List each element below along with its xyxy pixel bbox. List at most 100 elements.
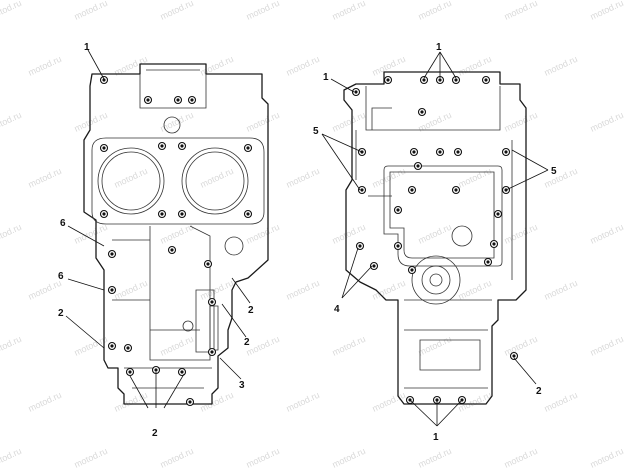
left-crankcase-outline (83, 63, 269, 405)
left-cylinder-bore-1 (97, 147, 165, 215)
bolt-icon (393, 205, 403, 215)
right-pump-port (451, 225, 473, 247)
watermark-text: motod.ru (0, 0, 23, 22)
callout-left-2d: 2 (152, 428, 158, 439)
watermark-text: motod.ru (245, 446, 281, 468)
watermark-text: motod.ru (285, 166, 321, 190)
bolt-icon (493, 209, 503, 219)
bolt-icon (453, 147, 463, 157)
bolt-icon (143, 95, 153, 105)
right-top-cover (365, 86, 501, 131)
callout-right-1a: 1 (436, 42, 442, 53)
bolt-icon (207, 297, 217, 307)
watermark-text: motod.ru (73, 222, 109, 246)
callout-left-6a: 6 (60, 218, 66, 229)
watermark-text: motod.ru (159, 222, 195, 246)
callout-right-5b: 5 (551, 166, 557, 177)
callout-left-1: 1 (84, 42, 90, 53)
bolt-icon (435, 147, 445, 157)
watermark-text: motod.ru (245, 222, 281, 246)
callout-left-6b: 6 (58, 271, 64, 282)
right-bolt-set (351, 75, 519, 405)
bolt-icon (481, 75, 491, 85)
watermark-text: motod.ru (417, 334, 453, 358)
watermark-text: motod.ru (503, 110, 539, 134)
bolt-icon (393, 241, 403, 251)
bolt-icon (157, 141, 167, 151)
bolt-icon (509, 351, 519, 361)
bolt-icon (99, 209, 109, 219)
watermark-text: motod.ru (113, 390, 149, 414)
watermark-text: motod.ru (245, 110, 281, 134)
right-oil-filter-core (429, 273, 443, 287)
left-slot (209, 305, 219, 351)
watermark-text: motod.ru (285, 278, 321, 302)
left-breather-port (163, 116, 181, 134)
watermark-text: motod.ru (285, 390, 321, 414)
bolt-icon (357, 185, 367, 195)
bolt-icon (369, 261, 379, 271)
bolt-icon (407, 185, 417, 195)
callout-labels: 1 6 6 2 2 2 3 2 1 1 5 5 4 2 1 (58, 42, 557, 443)
watermark-text: motod.ru (0, 334, 23, 358)
watermark-text: motod.ru (27, 390, 63, 414)
watermark-text: motod.ru (0, 222, 23, 246)
left-bolt-set (99, 75, 253, 407)
watermark-text: motod.ru (503, 222, 539, 246)
bolt-icon (483, 257, 493, 267)
right-side-ribs (355, 130, 513, 280)
watermark-text: motod.ru (457, 166, 493, 190)
watermark-text: motod.ru (159, 334, 195, 358)
right-crankcase-view (343, 71, 527, 405)
watermark-text: motod.ru (503, 334, 539, 358)
watermark-text: motod.ru (331, 446, 367, 468)
right-lower-sump (404, 299, 492, 389)
watermark-text: motod.ru (27, 166, 63, 190)
watermark-text: motod.ru (589, 0, 625, 22)
watermark-text: motod.ru (245, 0, 281, 22)
bolt-icon (203, 259, 213, 269)
bolt-icon (501, 147, 511, 157)
watermark-text: motod.ru (417, 0, 453, 22)
left-oil-port (224, 236, 244, 256)
bolt-icon (107, 285, 117, 295)
right-oil-filter-boss (411, 255, 461, 305)
bolt-icon (187, 95, 197, 105)
bolt-icon (407, 265, 417, 275)
watermark-text: motod.ru (113, 278, 149, 302)
watermark-text: motod.ru (27, 54, 63, 78)
left-top-cover (139, 69, 207, 109)
callout-left-3: 3 (239, 380, 245, 391)
left-plug (182, 320, 194, 332)
callout-left-2b: 2 (248, 305, 254, 316)
bolt-icon (157, 209, 167, 219)
watermark-text: motod.ru (331, 334, 367, 358)
bolt-icon (451, 185, 461, 195)
watermark-text: motod.ru (245, 334, 281, 358)
watermark-text: motod.ru (371, 166, 407, 190)
bolt-icon (123, 343, 133, 353)
bolt-icon (99, 75, 109, 85)
watermark-text: motod.ru (589, 334, 625, 358)
callout-leaders (65, 49, 549, 427)
bolt-icon (351, 87, 361, 97)
bolt-icon (177, 367, 187, 377)
bolt-icon (173, 95, 183, 105)
callout-right-4: 4 (334, 304, 340, 315)
bolt-icon (243, 209, 253, 219)
callout-right-1b: 1 (323, 72, 329, 83)
watermark-text: motod.ru (589, 222, 625, 246)
watermark-text: motod.ru (543, 54, 579, 78)
watermark-text: motod.ru (0, 110, 23, 134)
right-crankcase-outline (343, 71, 527, 405)
callout-left-2c: 2 (244, 337, 250, 348)
bolt-icon (177, 141, 187, 151)
bolt-icon (177, 209, 187, 219)
watermark-text: motod.ru (331, 0, 367, 22)
left-cylinder-bore-2-inner (185, 151, 245, 211)
bolt-icon (417, 107, 427, 117)
bolt-icon (107, 341, 117, 351)
callout-left-2a: 2 (58, 308, 64, 319)
